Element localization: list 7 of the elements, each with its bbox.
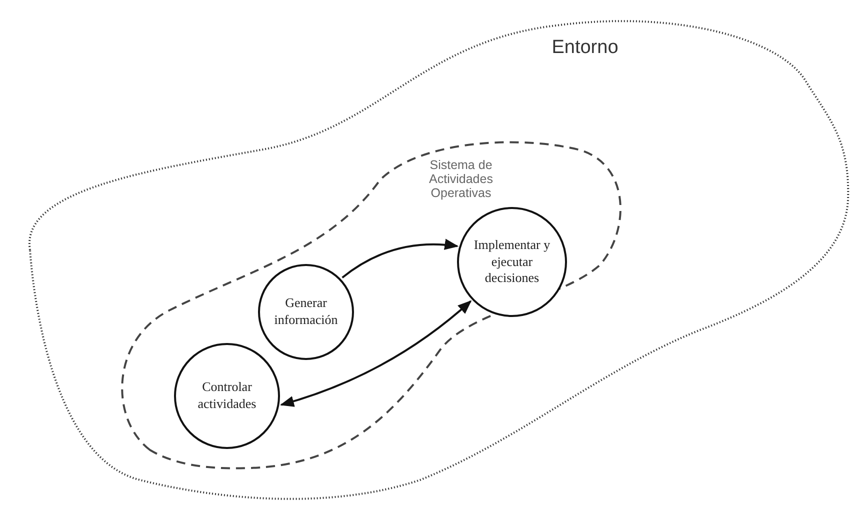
boundary-label: Entorno [550,38,620,59]
arrow [280,300,472,407]
activity-circle: Controlar actividades [174,343,280,449]
arrow [342,239,459,278]
boundary-label: Sistema de Actividades Operativas [428,159,494,200]
activity-circle: Implementar y ejecutar decisiones [457,207,567,317]
activity-circle: Generar información [258,264,354,360]
